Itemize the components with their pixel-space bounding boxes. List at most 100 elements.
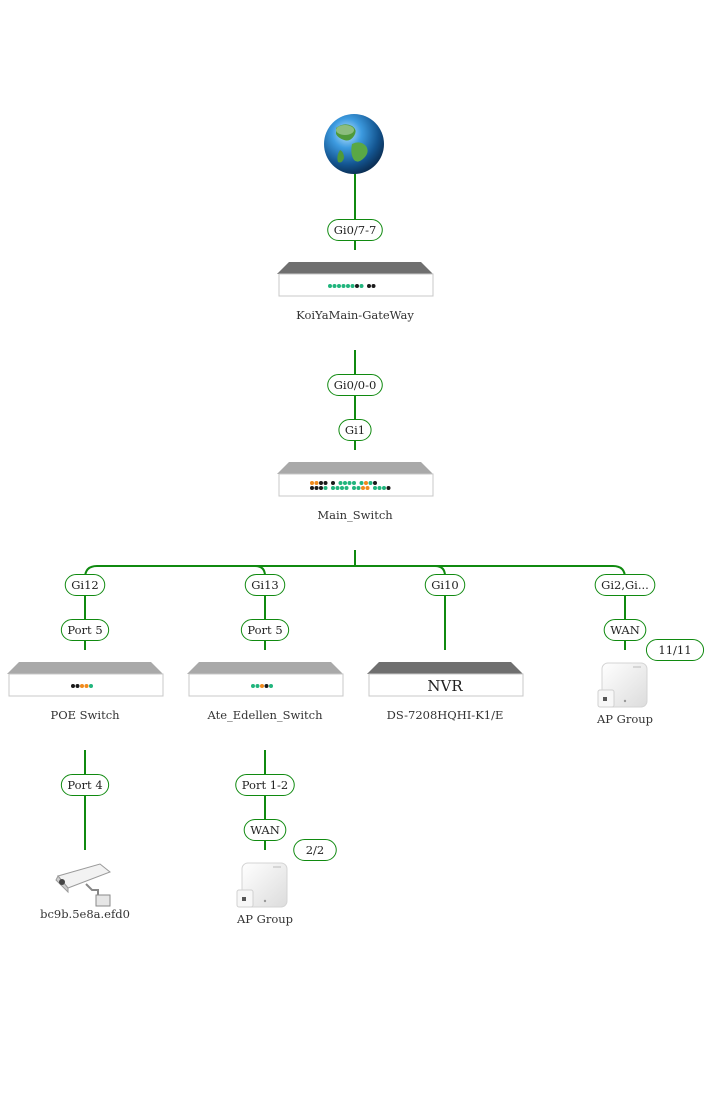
port-label[interactable]: Gi2,Gi... [594,574,656,596]
svg-text:Gi10: Gi10 [431,578,459,592]
svg-text:2/2: 2/2 [306,843,325,857]
poe-switch-name: POE Switch [50,708,120,722]
port-led [386,486,391,490]
port-led [269,684,273,688]
port-led [328,284,332,288]
port-led [260,684,264,688]
port-led [356,486,361,490]
port-led [319,481,323,485]
camera-name: bc9b.5e8a.efd0 [40,907,130,921]
port-labels: Gi0/7-7 Gi0/0-0 Gi1 Gi12 Gi13 Gi10 Gi2,G… [60,219,705,861]
nvr-icon: NVR [367,662,524,697]
svg-text:Gi0/7-7: Gi0/7-7 [334,223,377,237]
globe-icon [324,114,384,174]
port-led [255,684,260,688]
port-led [382,486,386,490]
port-label[interactable]: Port 4 [60,774,110,796]
port-led [341,284,346,288]
svg-text:Gi0/0-0: Gi0/0-0 [334,378,377,392]
port-led [343,481,347,485]
gateway-node[interactable]: KoiYaMain-GateWay [277,262,434,322]
svg-text:Port 5: Port 5 [247,623,282,637]
port-label[interactable]: Gi0/7-7 [327,219,383,241]
port-led [352,481,356,485]
svg-text:Gi2,Gi...: Gi2,Gi... [601,578,649,592]
port-led [323,481,328,485]
port-label[interactable]: Port 1-2 [235,774,295,796]
port-led [373,481,377,485]
port-led [331,481,335,485]
port-led [350,284,355,288]
ate-switch-node[interactable]: Ate_Edellen_Switch [187,662,344,722]
port-led [367,284,371,288]
port-led [323,486,328,490]
port-led [365,486,370,490]
svg-text:Port 4: Port 4 [67,778,102,792]
svg-text:WAN: WAN [250,823,280,837]
camera-icon [55,863,111,907]
port-led [344,486,349,490]
access-point-icon [236,862,288,908]
port-label[interactable]: Gi13 [244,574,286,596]
gateway-name: KoiYaMain-GateWay [296,308,414,322]
access-point-icon [597,662,648,708]
ap-group-node[interactable]: AP Group [596,662,653,726]
port-led [338,481,343,485]
ate-switch-name: Ate_Edellen_Switch [206,708,323,722]
nvr-node[interactable]: NVR DS-7208HQHI-K1/E [367,662,524,722]
ap-group-name: AP Group [596,712,653,726]
camera-node[interactable]: bc9b.5e8a.efd0 [40,863,130,921]
svg-text:Port 5: Port 5 [67,623,102,637]
port-led [80,684,84,688]
port-label[interactable]: Gi12 [64,574,106,596]
port-led [364,481,368,485]
internet-node[interactable] [324,114,384,174]
port-led [340,486,344,490]
port-led [319,486,323,490]
port-label[interactable]: Port 5 [60,619,110,641]
port-led [89,684,93,688]
svg-text:Gi1: Gi1 [345,423,365,437]
port-led [264,684,269,688]
port-led [368,481,373,485]
svg-text:Gi13: Gi13 [251,578,279,592]
port-led [359,284,364,288]
port-label[interactable]: WAN [603,619,647,641]
port-led [371,284,376,288]
main-switch-name: Main_Switch [317,508,393,522]
port-led [359,481,364,485]
port-label[interactable]: WAN [243,819,287,841]
port-label[interactable]: Gi1 [338,419,372,441]
ap-group-node[interactable]: AP Group [236,862,293,926]
ap-count-badge[interactable]: 2/2 [293,839,337,861]
svg-text:WAN: WAN [610,623,640,637]
switch-icon [277,462,434,497]
port-led [337,284,341,288]
port-led [310,486,314,490]
switch-icon [187,662,344,697]
port-led [251,684,255,688]
port-led [335,486,340,490]
port-led [377,486,382,490]
port-led [346,284,350,288]
port-led [331,486,335,490]
port-led [310,481,314,485]
switch-icon [7,662,164,697]
port-label[interactable]: Gi0/0-0 [327,374,383,396]
port-led [352,486,356,490]
ap-count-badge[interactable]: 11/11 [645,639,705,661]
port-label[interactable]: Port 5 [240,619,290,641]
nvr-name: DS-7208HQHI-K1/E [387,708,504,722]
port-led [314,481,319,485]
port-led [71,684,75,688]
port-led [75,684,80,688]
port-led [332,284,337,288]
port-label[interactable]: Gi10 [424,574,466,596]
poe-switch-node[interactable]: POE Switch [7,662,164,722]
port-led [314,486,319,490]
main-switch-node[interactable]: Main_Switch [277,462,434,522]
port-led [355,284,359,288]
port-led [347,481,352,485]
svg-text:Gi12: Gi12 [71,578,99,592]
